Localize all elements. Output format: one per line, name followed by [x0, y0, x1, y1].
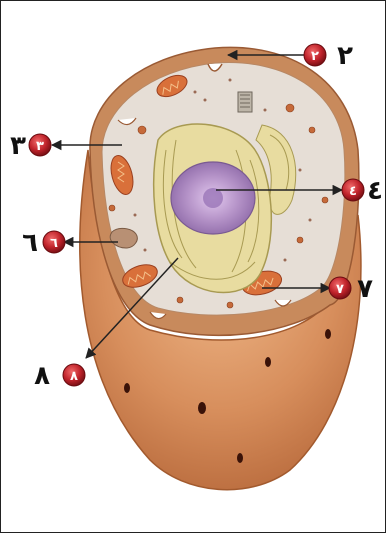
nucleolus [203, 188, 223, 208]
label-6-text: ٦ [22, 228, 38, 258]
badge-7: ٧ [336, 282, 344, 297]
label-4-text: ٤ [367, 176, 383, 206]
label-3-text: ٣ [10, 131, 26, 161]
label-3: ٣ ٣ [10, 131, 51, 161]
label-8-text: ٨ [34, 361, 50, 391]
badge-4: ٤ [349, 184, 357, 199]
badge-6: ٦ [50, 236, 58, 251]
badge-8: ٨ [70, 369, 78, 384]
badge-3: ٣ [36, 139, 44, 154]
label-2-text: ٢ [337, 41, 353, 71]
label-7-text: ٧ [357, 274, 373, 304]
label-6: ٦ ٦ [22, 228, 65, 258]
badge-2: ٢ [311, 49, 319, 64]
label-8: ٨ ٨ [34, 361, 85, 391]
centriole [238, 92, 252, 112]
label-2: ٢ ٢ [304, 41, 353, 71]
